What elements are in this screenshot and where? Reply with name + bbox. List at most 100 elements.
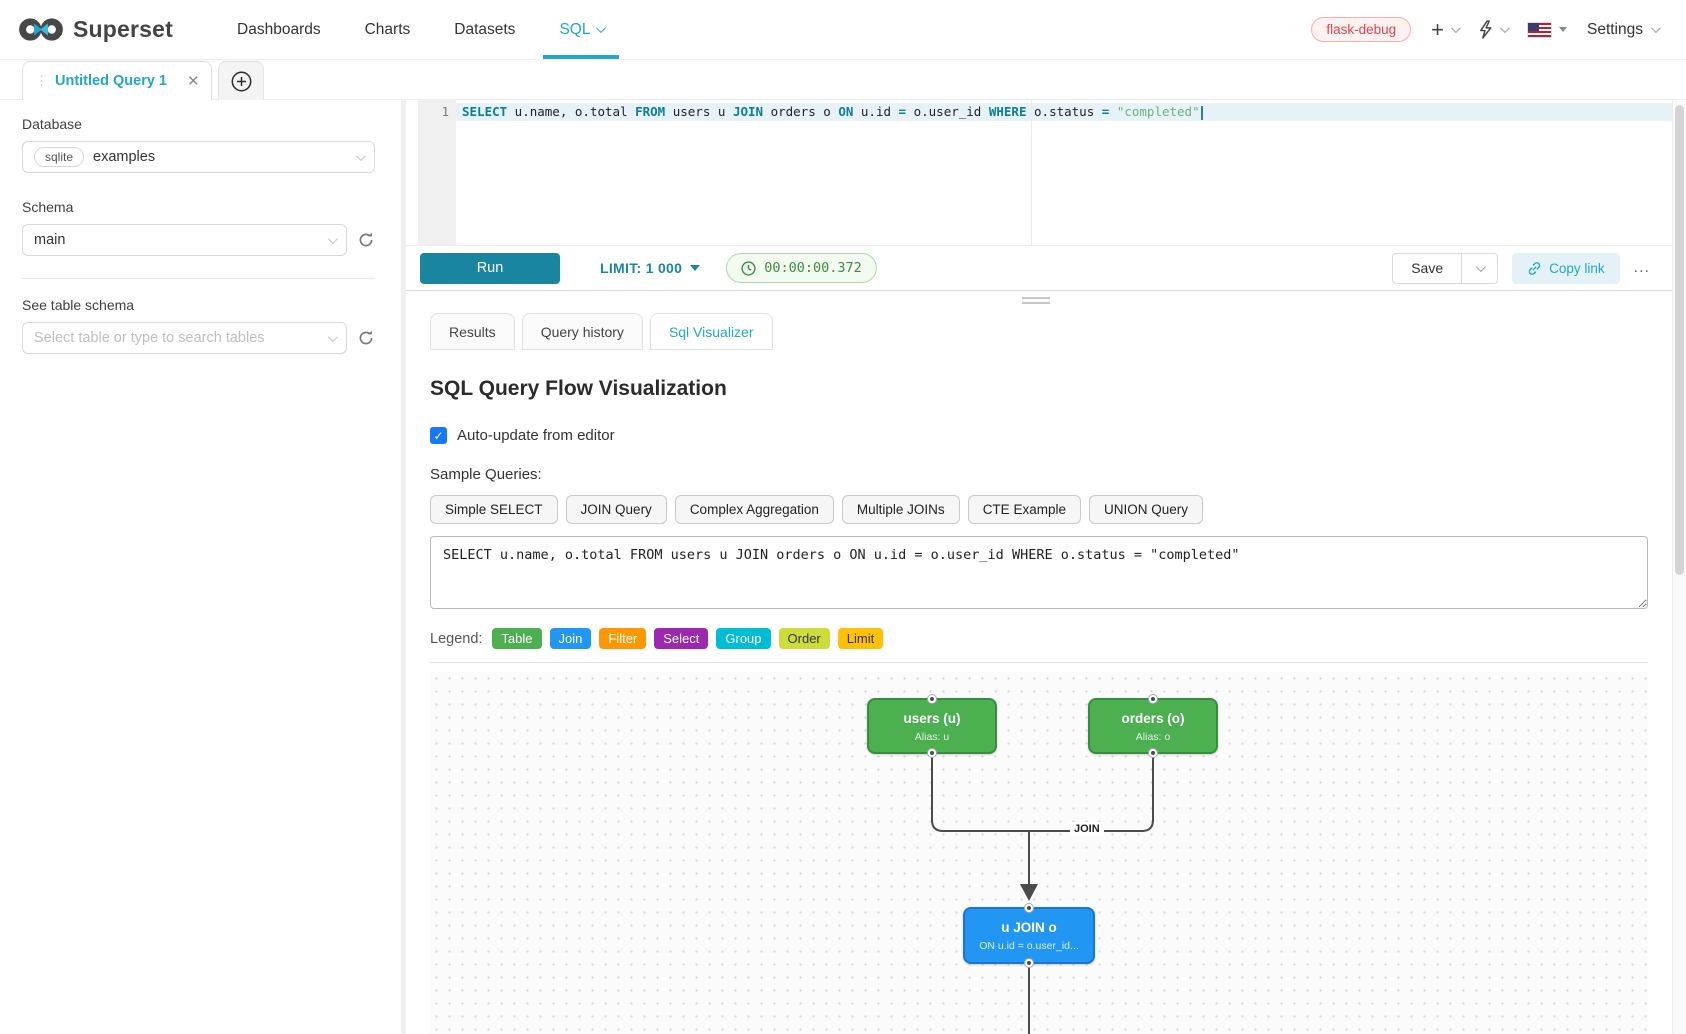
limit-dropdown[interactable]: LIMIT: 1 000 [600,260,700,276]
node-handle-top[interactable] [928,695,936,703]
result-tab-sql-visualizer[interactable]: Sql Visualizer [650,313,773,350]
sql-visualizer-panel: SQL Query Flow Visualization ✓ Auto-upda… [430,361,1648,1034]
more-actions-button[interactable]: ... [1634,259,1650,277]
page-scrollbar[interactable] [1672,60,1686,1034]
node-handle-bottom[interactable] [1149,749,1157,757]
result-tab-query-history[interactable]: Query history [522,313,643,350]
schema-select-value: main [34,232,65,248]
legend-chip-select: Select [654,628,708,649]
timer-value: 00:00:00.372 [764,260,862,276]
table-schema-label: See table schema [22,297,375,313]
pane-drag-handle[interactable] [1022,297,1050,305]
database-select-value: examples [93,149,155,165]
query-tab-label: Untitled Query 1 [55,73,167,89]
link-icon [1527,261,1542,276]
nav-item-sql[interactable]: SQL [537,0,625,59]
chevron-down-icon [328,234,338,244]
result-tab-results[interactable]: Results [430,313,515,350]
refresh-schemas-icon[interactable] [357,231,375,249]
refresh-tables-icon[interactable] [357,329,375,347]
database-label: Database [22,116,375,132]
scrollbar-thumb[interactable] [1675,105,1684,575]
legend-chip-limit: Limit [838,628,883,649]
sample-query-multiple-joins[interactable]: Multiple JOINs [842,495,960,524]
add-query-tab-button[interactable] [218,61,264,100]
text-cursor [1201,106,1203,120]
query-tab-untitled-query-1[interactable]: ⋮ Untitled Query 1 ✕ [22,61,212,100]
chevron-down-icon [356,151,366,161]
database-select[interactable]: sqlite examples [22,141,375,173]
settings-label: Settings [1587,21,1643,39]
flow-canvas[interactable]: JOIN users (u)Alias: u orders (o)Alias: o… [430,672,1648,1034]
save-button[interactable]: Save [1392,253,1462,284]
chevron-down-icon [1451,23,1461,33]
flow-node-orders[interactable]: orders (o)Alias: o [1088,698,1218,754]
legend-label: Legend: [430,631,482,647]
nav-item-dashboards[interactable]: Dashboards [215,0,343,59]
flow-edges [430,672,1648,1034]
divider [430,662,1648,663]
us-flag-icon [1527,22,1552,38]
caret-down-icon [690,265,700,271]
copy-link-label: Copy link [1549,261,1605,276]
schema-label: Schema [22,199,375,215]
legend-chip-filter: Filter [599,628,646,649]
join-edge-label: JOIN [1070,822,1104,836]
sample-query-buttons: Simple SELECT JOIN Query Complex Aggregati… [430,495,1648,524]
results-pane: ResultsQuery historySql Visualizer SQL Q… [406,290,1672,1034]
sample-query-simple-select[interactable]: Simple SELECT [430,495,558,524]
flow-node-users[interactable]: users (u)Alias: u [867,698,997,754]
brand-name: Superset [73,16,173,43]
close-tab-icon[interactable]: ✕ [187,72,200,90]
editor-toolbar: Run LIMIT: 1 000 00:00:00.372 Save Copy … [406,245,1672,290]
node-handle-top[interactable] [1149,695,1157,703]
sql-code-editor[interactable]: 1 SELECT u.name, o.total FROM users u JO… [406,100,1672,245]
save-dropdown-button[interactable] [1462,253,1498,284]
table-select-placeholder: Select table or type to search tables [34,330,265,346]
lightning-bolt-icon [1478,20,1493,39]
node-handle-bottom[interactable] [928,749,936,757]
run-query-button[interactable]: Run [420,253,560,284]
copy-link-button[interactable]: Copy link [1512,253,1620,284]
node-handle-top[interactable] [1025,904,1033,912]
legend-chip-table: Table [492,628,541,649]
superset-logo[interactable]: Superset [18,16,173,43]
sample-query-join-query[interactable]: JOIN Query [566,495,667,524]
legend-chip-group: Group [716,628,770,649]
editor-gutter: 1 [418,100,456,245]
chevron-down-icon [1476,262,1486,272]
database-engine-badge: sqlite [34,147,84,167]
superset-infinity-icon [18,16,64,43]
sample-query-union-query[interactable]: UNION Query [1089,495,1203,524]
sqllab-sidebar: Database sqlite examples Schema main See… [0,100,395,1034]
plus-icon: + [1431,19,1444,41]
sample-query-cte-example[interactable]: CTE Example [968,495,1081,524]
node-handle-bottom[interactable] [1025,959,1033,967]
settings-menu[interactable]: Settings [1587,21,1658,39]
language-picker[interactable] [1527,22,1567,38]
clock-icon [741,261,756,276]
visualizer-query-input[interactable]: SELECT u.name, o.total FROM users u JOIN… [430,536,1648,609]
table-select[interactable]: Select table or type to search tables [22,322,347,354]
sample-queries-label: Sample Queries: [430,466,1648,483]
new-item-menu[interactable]: + [1431,19,1458,41]
environment-badge: flask-debug [1311,17,1411,42]
navbar: Superset DashboardsChartsDatasetsSQL fla… [0,0,1686,60]
legend-chip-join: Join [550,628,592,649]
schema-select[interactable]: main [22,224,347,256]
drag-handle-icon[interactable]: ⋮ [35,73,47,89]
query-timer-badge: 00:00:00.372 [726,253,877,283]
chevron-down-icon [1651,23,1661,33]
result-tab-bar: ResultsQuery historySql Visualizer [430,313,773,350]
sample-query-complex-aggregation[interactable]: Complex Aggregation [675,495,834,524]
caret-down-icon [1559,27,1567,32]
chevron-down-icon [328,332,338,342]
auto-update-checkbox[interactable]: ✓ [430,427,447,444]
query-shortcuts-menu[interactable] [1478,20,1507,39]
nav-item-datasets[interactable]: Datasets [432,0,537,59]
nav-item-charts[interactable]: Charts [343,0,433,59]
visualizer-title: SQL Query Flow Visualization [430,377,1648,401]
plus-circle-icon [231,71,252,92]
flow-node-join[interactable]: u JOIN oON u.id = o.user_id... [963,907,1095,964]
line-number: 1 [441,104,449,119]
